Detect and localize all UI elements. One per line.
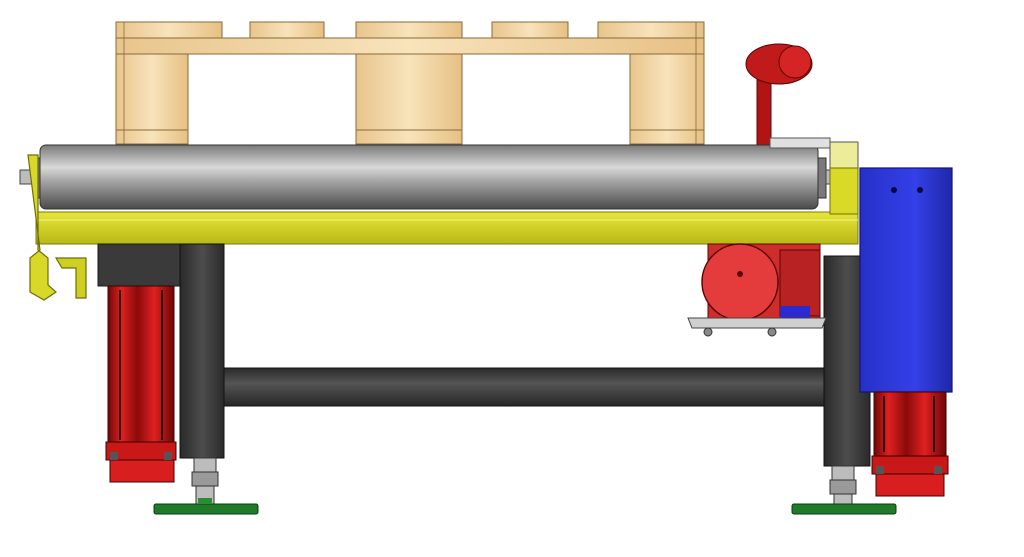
control-box <box>859 167 953 393</box>
pallet-block-center <box>355 53 463 145</box>
left-actuator <box>97 243 183 483</box>
pallet-top-board-5 <box>597 21 705 39</box>
left-leg <box>153 243 259 515</box>
exhaust-pipe <box>745 43 813 149</box>
pallet-top-board-2 <box>249 21 325 39</box>
yellow-frame <box>27 154 859 301</box>
cross-bar <box>223 367 825 407</box>
pallet-stringer <box>115 37 705 55</box>
conveyor-roller <box>19 137 859 213</box>
pallet-top-board-1 <box>115 21 223 39</box>
pallet-top-board-3 <box>355 21 463 39</box>
pallet-block-right <box>629 53 705 145</box>
drive-motor <box>687 243 827 337</box>
right-actuator <box>871 391 949 497</box>
pallet-block-left <box>115 53 189 145</box>
pallet-top-board-4 <box>491 21 569 39</box>
pallet <box>115 21 705 145</box>
